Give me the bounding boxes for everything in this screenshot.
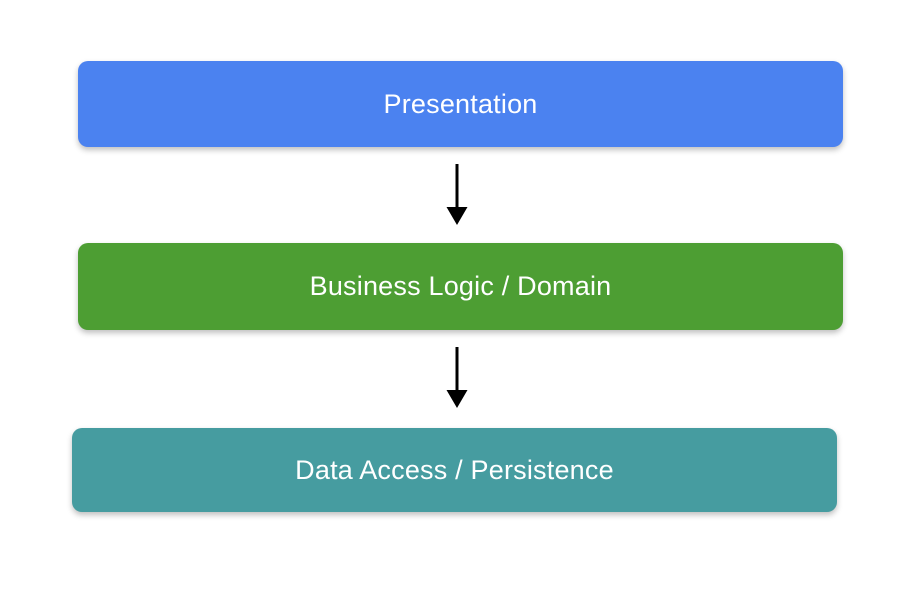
layer-label-data-access: Data Access / Persistence — [295, 454, 614, 485]
arrow-down-icon — [446, 347, 468, 408]
layer-label-business-logic: Business Logic / Domain — [309, 271, 612, 301]
layer-box-business-logic: Business Logic / Domain — [78, 243, 843, 330]
layer-label-presentation: Presentation — [383, 88, 538, 119]
layer-box-data-access: Data Access / Persistence — [72, 428, 837, 512]
arrow-down-icon — [446, 164, 468, 225]
layer-box-presentation: Presentation — [78, 61, 843, 147]
